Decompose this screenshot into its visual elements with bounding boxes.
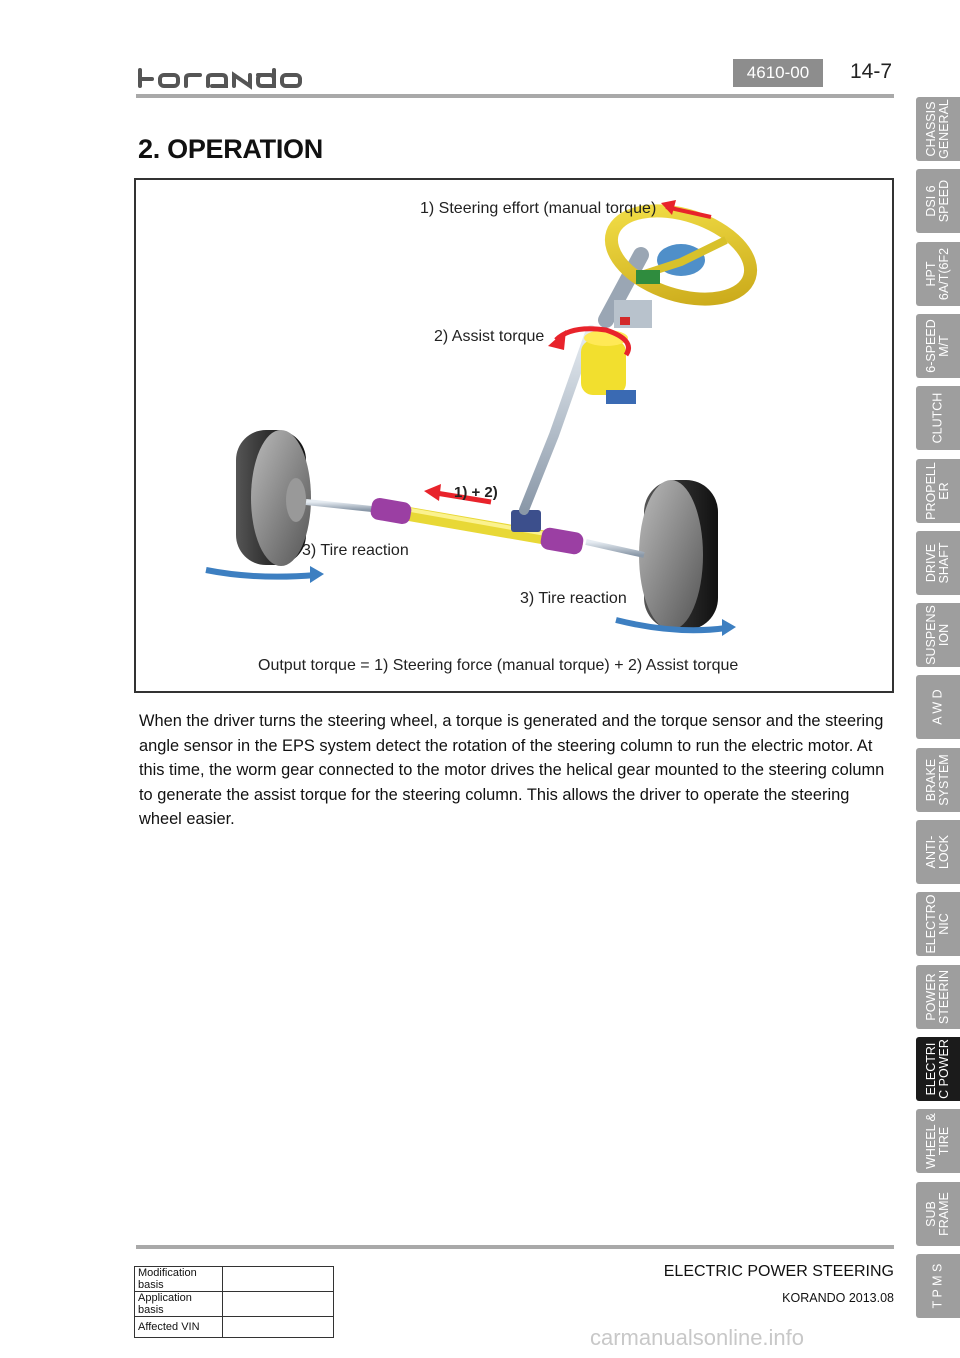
chapter-tab[interactable]: HPT 6A/T(6F2 xyxy=(916,242,960,306)
footer-model-date: KORANDO 2013.08 xyxy=(782,1291,894,1305)
label-assist-torque: 2) Assist torque xyxy=(434,328,545,345)
korando-logo-icon xyxy=(138,68,302,90)
left-tire-icon xyxy=(236,430,311,566)
left-tire-reaction-arrow-icon xyxy=(205,567,317,580)
chapter-tab[interactable]: WHEEL & TIRE xyxy=(916,1109,960,1173)
right-tire-reaction-arrow-icon xyxy=(615,617,727,634)
label-sum-force: 1) + 2) xyxy=(454,484,498,501)
chapter-tab-label: HPT 6A/T(6F2 xyxy=(924,247,951,301)
chapter-tab-label: ELECTRO NIC xyxy=(924,894,951,954)
label-steering-effort: 1) Steering effort (manual torque) xyxy=(420,200,657,217)
chapter-tab[interactable]: DSI 6 SPEED xyxy=(916,169,960,233)
chapter-tab[interactable]: SUSPENS ION xyxy=(916,603,960,667)
rev-value xyxy=(222,1316,334,1338)
table-row: Affected VIN xyxy=(134,1316,334,1338)
eps-operation-figure: 1) Steering effort (manual torque) 2) As… xyxy=(134,178,894,693)
chapter-tab-label: DRIVE SHAFT xyxy=(924,542,951,584)
chapter-tab-label: WHEEL & TIRE xyxy=(924,1113,951,1169)
watermark-text: carmanualsonline.info xyxy=(590,1325,805,1350)
section-code-badge: 4610-00 xyxy=(733,59,823,87)
steering-column-icon xyxy=(519,247,652,515)
rev-key: Modification basis xyxy=(134,1266,223,1292)
chapter-tab-label: SUB FRAME xyxy=(924,1192,951,1236)
page-number: 14-7 xyxy=(850,60,893,83)
figure-caption: Output torque = 1) Steering force (manua… xyxy=(258,657,739,674)
chapter-tab[interactable]: ELECTRO NIC xyxy=(916,892,960,956)
chapter-tab[interactable]: BRAKE SYSTEM xyxy=(916,748,960,812)
chapter-tab-label: ELECTRI C POWER xyxy=(924,1039,951,1099)
header-divider xyxy=(136,94,894,98)
chapter-tab[interactable]: 6-SPEED M/T xyxy=(916,314,960,378)
chapter-tab[interactable]: CHASSIS GENERAL xyxy=(916,97,960,161)
right-tie-rod xyxy=(585,539,645,558)
chapter-tab[interactable]: T P M S xyxy=(916,1254,960,1318)
chapter-tab[interactable]: DRIVE SHAFT xyxy=(916,531,960,595)
footer-divider xyxy=(136,1245,894,1249)
chapter-tab-label: ANTI- LOCK xyxy=(924,834,951,870)
steering-system-illustration xyxy=(205,200,758,636)
rev-value xyxy=(222,1291,334,1317)
chapter-tab[interactable]: ANTI- LOCK xyxy=(916,820,960,884)
label-tire-reaction-right: 3) Tire reaction xyxy=(520,590,627,607)
rev-key: Application basis xyxy=(134,1291,223,1317)
page-title: 2. OPERATION xyxy=(138,134,323,164)
right-tire-icon xyxy=(639,480,718,630)
operation-description: When the driver turns the steering wheel… xyxy=(139,712,885,829)
chapter-tab-label: POWER STEERIN xyxy=(924,969,951,1025)
chapter-tab-label: T P M S xyxy=(930,1263,945,1309)
chapter-tab-label: BRAKE SYSTEM xyxy=(924,754,951,806)
chapter-tab-label: CLUTCH xyxy=(930,392,945,444)
table-row: Application basis xyxy=(134,1291,334,1317)
chapter-tab-label: A W D xyxy=(930,689,945,725)
revision-table: Modification basis Application basis Aff… xyxy=(134,1266,334,1338)
footer-section-title: ELECTRIC POWER STEERING xyxy=(663,1263,894,1280)
chapter-tab-label: DSI 6 SPEED xyxy=(924,179,951,223)
chapter-tab-label: CHASSIS GENERAL xyxy=(924,99,951,159)
table-row: Modification basis xyxy=(134,1266,334,1292)
steering-rack-icon xyxy=(370,497,584,555)
chapter-tab[interactable]: CLUTCH xyxy=(916,386,960,450)
chapter-tab[interactable]: POWER STEERIN xyxy=(916,965,960,1029)
assist-torque-arrow-icon xyxy=(554,326,631,357)
label-tire-reaction-left: 3) Tire reaction xyxy=(302,542,409,559)
rev-value xyxy=(222,1266,334,1292)
chapter-tab[interactable]: PROPELL ER xyxy=(916,459,960,523)
left-tie-rod xyxy=(305,499,382,513)
chapter-tab[interactable]: SUB FRAME xyxy=(916,1182,960,1246)
steering-wheel-icon xyxy=(604,204,758,306)
chapter-tab-label: SUSPENS ION xyxy=(924,605,951,665)
rack-force-arrow-icon xyxy=(435,490,492,505)
chapter-tab-label: PROPELL ER xyxy=(924,462,951,520)
chapter-tab[interactable]: A W D xyxy=(916,675,960,739)
chapter-tab[interactable]: ELECTRI C POWER xyxy=(916,1037,960,1101)
rev-key: Affected VIN xyxy=(134,1316,223,1338)
chapter-tab-label: 6-SPEED M/T xyxy=(924,319,951,373)
